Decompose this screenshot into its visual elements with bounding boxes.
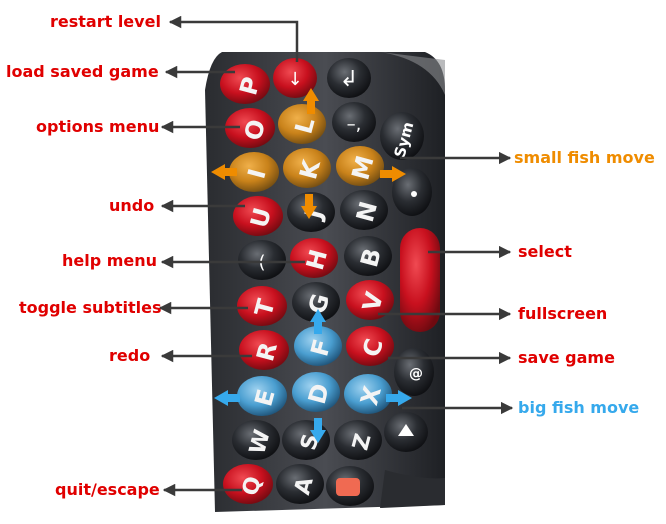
key-h bbox=[290, 238, 338, 278]
key-r bbox=[239, 330, 289, 370]
key-g bbox=[292, 282, 340, 322]
key-o bbox=[225, 108, 275, 148]
shift-icon bbox=[398, 424, 414, 436]
label-load-saved-game: load saved game bbox=[6, 62, 159, 81]
key-f-label: F bbox=[305, 336, 336, 359]
label-small-fish-move: small fish move bbox=[514, 148, 655, 167]
select-key bbox=[400, 228, 440, 332]
key-f bbox=[294, 326, 342, 366]
label-redo: redo bbox=[109, 346, 151, 365]
key-k bbox=[283, 148, 331, 188]
key-restart bbox=[273, 58, 317, 98]
label-select: select bbox=[518, 242, 572, 261]
label-save-game: save game bbox=[518, 348, 615, 367]
key-d bbox=[292, 372, 340, 412]
leader-arrows bbox=[158, 15, 514, 497]
key-z bbox=[334, 420, 382, 460]
enter-icon: ↲ bbox=[340, 67, 358, 92]
key-c bbox=[346, 326, 394, 366]
dash-icon: –, bbox=[347, 114, 362, 135]
key-a bbox=[276, 464, 324, 504]
key-i bbox=[229, 152, 279, 192]
label-big-fish-move: big fish move bbox=[518, 398, 640, 417]
key-z-label: Z bbox=[348, 431, 376, 453]
at-icon: @ bbox=[409, 366, 423, 382]
key-q bbox=[223, 464, 273, 504]
key-l-label: L bbox=[290, 115, 321, 137]
label-toggle-subtitles: toggle subtitles bbox=[19, 298, 162, 317]
small-fish-arrows bbox=[211, 88, 406, 219]
key-u bbox=[233, 196, 283, 236]
key-e bbox=[237, 376, 287, 416]
key-enter bbox=[327, 58, 371, 98]
key-b bbox=[344, 236, 392, 276]
label-quit-escape: quit/escape bbox=[55, 480, 160, 499]
key-a-label: A bbox=[290, 475, 319, 498]
label-undo: undo bbox=[109, 196, 155, 215]
key-t bbox=[237, 286, 287, 326]
label-help-menu: help menu bbox=[62, 251, 158, 270]
key-paren bbox=[238, 240, 286, 280]
key-t-label: T bbox=[249, 296, 280, 320]
label-fullscreen: fullscreen bbox=[518, 304, 608, 323]
down-arrow-icon: ↓ bbox=[287, 69, 302, 90]
big-fish-arrows bbox=[214, 309, 412, 443]
key-v bbox=[346, 280, 394, 320]
key-sym bbox=[380, 112, 424, 160]
key-0 bbox=[394, 348, 434, 396]
label-options-menu: options menu bbox=[36, 117, 160, 136]
key-dash bbox=[332, 102, 376, 142]
key-x bbox=[344, 374, 392, 414]
key-w bbox=[232, 420, 280, 460]
key-e-label: E bbox=[249, 386, 280, 409]
label-restart-level: restart level bbox=[50, 12, 161, 31]
key-m bbox=[336, 146, 384, 186]
key-p bbox=[220, 64, 270, 104]
key-n bbox=[340, 190, 388, 230]
